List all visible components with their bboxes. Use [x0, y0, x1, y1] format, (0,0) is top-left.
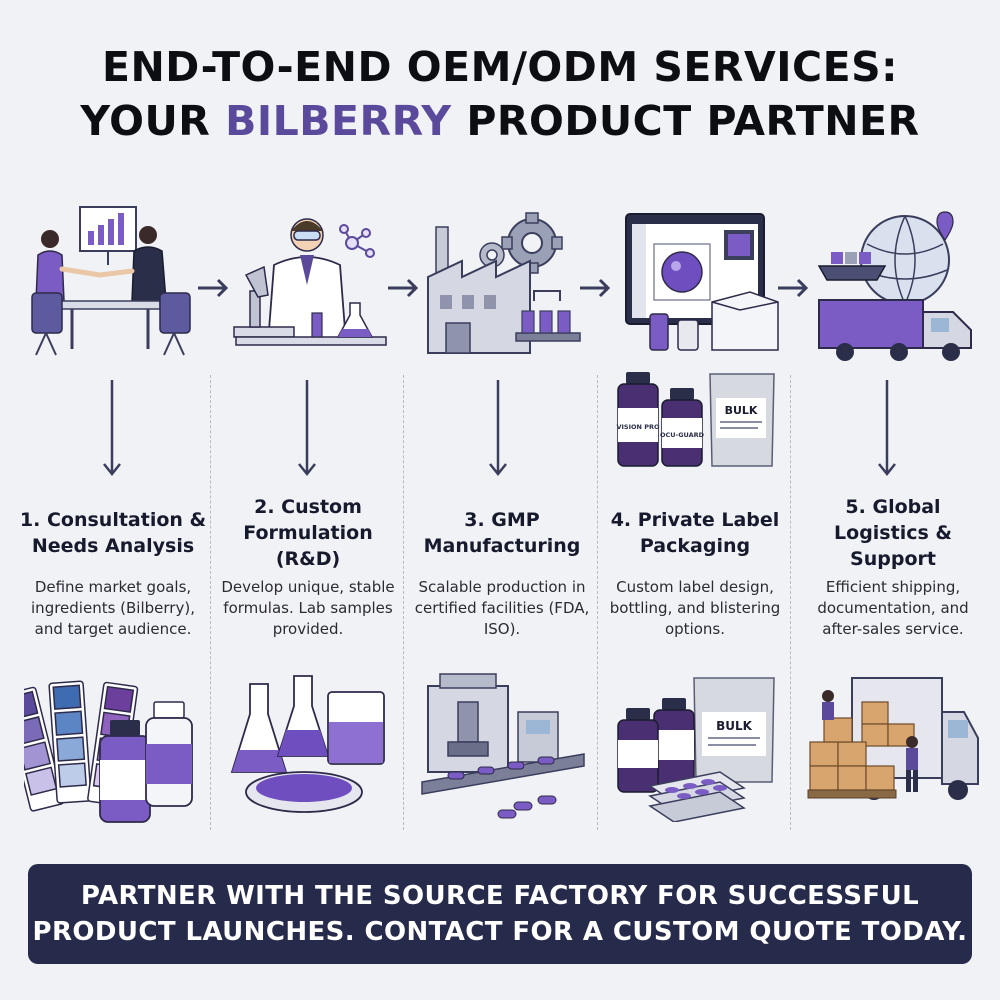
- label-design-screen-icon: [625, 213, 779, 351]
- title-prefix: YOUR: [80, 97, 211, 145]
- title-line-1: END-TO-END OEM/ODM SERVICES:: [101, 43, 899, 91]
- factory-gears-icon: [427, 212, 581, 354]
- banner-line-2: PRODUCT LAUNCHES. CONTACT FOR A CUSTOM Q…: [32, 917, 968, 947]
- step-1-title: 1. Consultation & Needs Analysis: [19, 509, 207, 557]
- step-2-description: Develop unique, stable formulas. Lab sam…: [221, 578, 395, 638]
- global-shipping-icon: [817, 211, 972, 361]
- arrow-right-icon: [388, 278, 419, 298]
- page-title: END-TO-END OEM/ODM SERVICES: YOUR BILBER…: [0, 40, 1000, 148]
- column-divider: [790, 375, 791, 830]
- lab-scientist-icon: [233, 218, 387, 346]
- banner-text: PARTNER WITH THE SOURCE FACTORY FOR SUCC…: [33, 878, 968, 950]
- business-meeting-icon: [31, 206, 191, 356]
- lab-glassware-icon: [230, 675, 385, 813]
- step-5-description: Efficient shipping, documentation, and a…: [817, 578, 969, 638]
- step-2-title: 2. Custom Formulation (R&D): [243, 496, 373, 570]
- column-divider: [403, 375, 404, 830]
- bottle-a-label: VISION PRO: [616, 423, 660, 431]
- step-5-title: 5. Global Logistics & Support: [834, 496, 952, 570]
- bag-label: BULK: [725, 404, 758, 417]
- bottle-b-label: OCU-GUARD: [660, 431, 705, 439]
- title-line-2: YOUR BILBERRY PRODUCT PARTNER: [0, 94, 1000, 148]
- step-1-description: Define market goals, ingredients (Bilber…: [31, 578, 195, 638]
- delivery-truck-icon: [807, 677, 979, 800]
- bag-label-bottom: BULK: [716, 719, 753, 733]
- color-swatches-and-bottles-icon: [24, 680, 193, 823]
- column-divider: [597, 375, 598, 830]
- column-divider: [210, 375, 211, 830]
- title-suffix: PRODUCT PARTNER: [466, 97, 920, 145]
- arrow-down-icon: [878, 380, 896, 477]
- arrow-right-icon: [580, 278, 611, 298]
- step-3-description: Scalable production in certified facilit…: [414, 578, 590, 638]
- private-label-products-icon: VISION PRO OCU-GUARD BULK: [616, 372, 775, 467]
- arrow-right-icon: [198, 278, 229, 298]
- call-to-action-banner: PARTNER WITH THE SOURCE FACTORY FOR SUCC…: [28, 864, 972, 964]
- arrow-down-icon: [103, 380, 121, 477]
- step-4-description: Custom label design, bottling, and blist…: [609, 578, 781, 638]
- packaged-products-icon: BULK: [617, 677, 775, 822]
- banner-line-1: PARTNER WITH THE SOURCE FACTORY FOR SUCC…: [80, 881, 920, 911]
- title-accent: BILBERRY: [225, 97, 452, 145]
- step-3-title: 3. GMP Manufacturing: [423, 509, 581, 557]
- arrow-right-icon: [778, 278, 809, 298]
- arrow-down-icon: [489, 380, 507, 477]
- arrow-down-icon: [298, 380, 316, 477]
- step-4-title: 4. Private Label Packaging: [610, 509, 780, 557]
- capsule-machine-icon: [421, 673, 585, 819]
